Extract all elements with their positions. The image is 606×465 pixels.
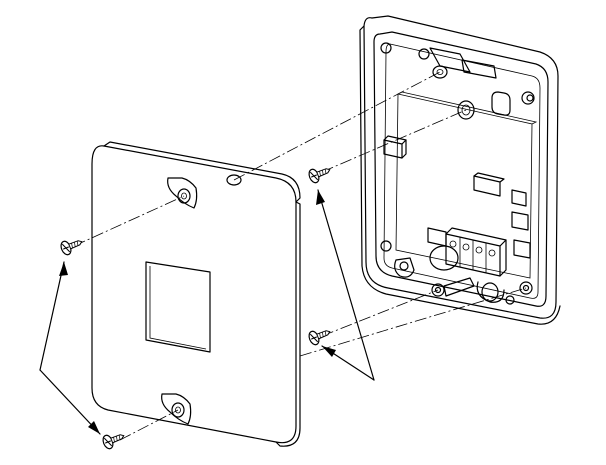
screw-upper-middle xyxy=(306,162,333,185)
left-screws-callout xyxy=(39,261,101,435)
middle-screws-callout xyxy=(316,189,375,381)
alignment-lines xyxy=(73,71,527,441)
rear-base xyxy=(359,15,561,325)
screw-lower-middle xyxy=(306,324,333,347)
screw-upper-left xyxy=(58,234,85,257)
front-cover xyxy=(91,141,301,447)
screw-lower-left xyxy=(100,428,127,451)
